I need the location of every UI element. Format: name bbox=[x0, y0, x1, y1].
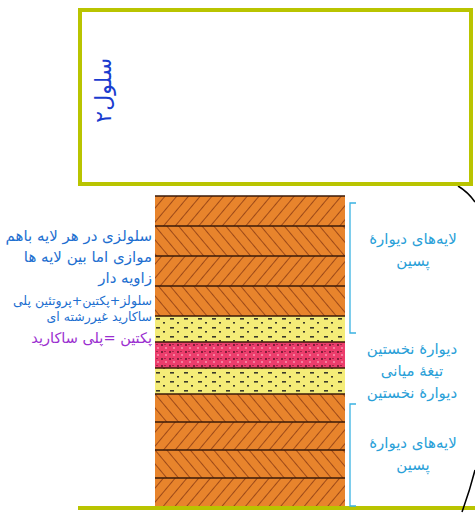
secondary-layer bbox=[155, 394, 345, 422]
secondary-layer bbox=[155, 286, 345, 316]
secondary-layer bbox=[155, 450, 345, 478]
secondary-layer bbox=[155, 256, 345, 286]
cell-border bbox=[78, 506, 475, 510]
annotation: سلولز+پکتین+پروتئین پلی ساکارید غیررشته … bbox=[2, 293, 152, 325]
secondary-layer bbox=[155, 478, 345, 506]
layer-label: دیوارهٔ نخستین bbox=[352, 339, 472, 359]
primary-wall bbox=[155, 368, 345, 394]
cell-outline bbox=[462, 470, 475, 512]
secondary-layer bbox=[155, 422, 345, 450]
secondary-layer bbox=[155, 226, 345, 256]
annotation: سلولزی در هر لایه باهم موازی اما بین لای… bbox=[4, 226, 152, 289]
cell-name: سلول۲ bbox=[91, 58, 117, 123]
middle-lamella bbox=[155, 342, 345, 368]
layer-label: دیوارهٔ نخستین bbox=[352, 383, 472, 403]
layer-label: لایه‌های دیوارهٔ پسین bbox=[356, 228, 470, 272]
primary-wall bbox=[155, 316, 345, 342]
layer-label: تیغهٔ میانی bbox=[352, 361, 472, 381]
cell-outline bbox=[458, 186, 475, 202]
annotation: پکتین =پلی ساکارید bbox=[2, 329, 152, 348]
cell-box: سلول۲ bbox=[78, 8, 473, 186]
bracket bbox=[350, 203, 356, 506]
layer-label: لایه‌های دیوارهٔ پسین bbox=[356, 432, 470, 476]
layer-separators bbox=[155, 196, 345, 478]
secondary-layer bbox=[155, 196, 345, 226]
